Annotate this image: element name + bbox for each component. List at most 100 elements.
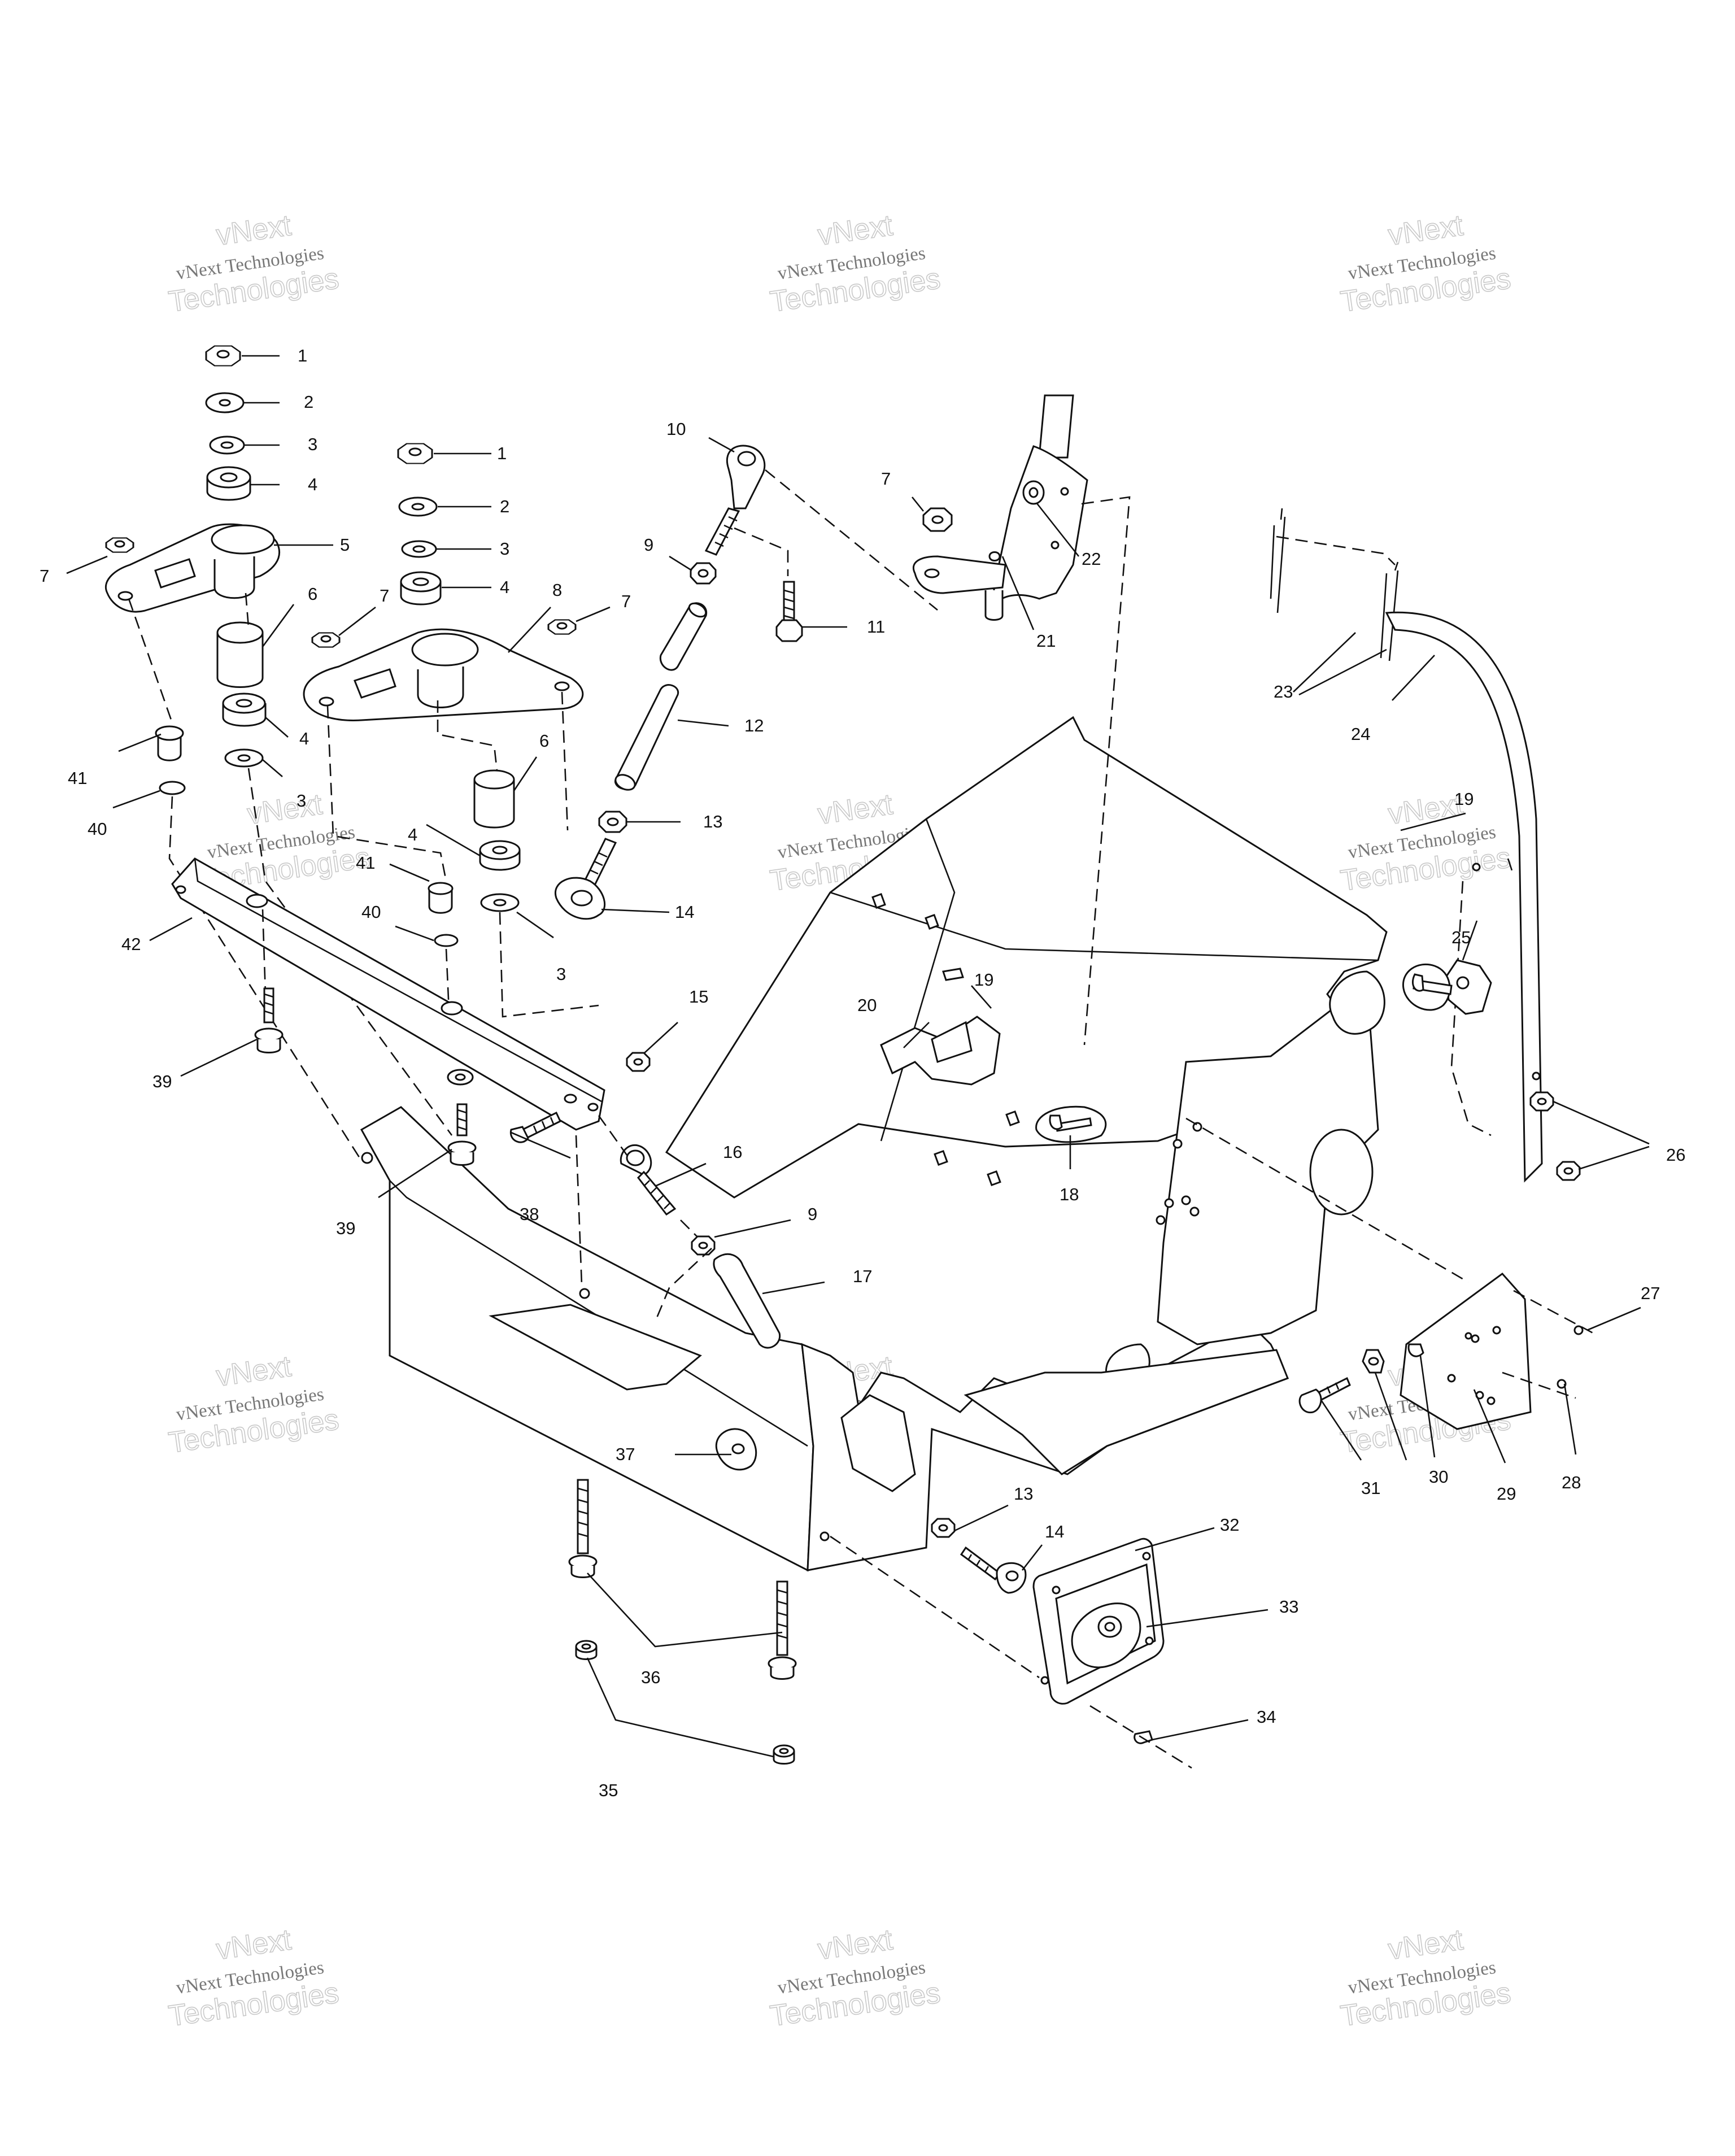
watermark-line1: vNext bbox=[816, 209, 895, 252]
lower-skid-plate bbox=[964, 1349, 1289, 1475]
callout-20: 20 bbox=[857, 995, 877, 1015]
watermark-line1: vNext bbox=[1386, 209, 1465, 252]
callout-23: 23 bbox=[1274, 682, 1293, 702]
callout-26: 26 bbox=[1666, 1145, 1685, 1165]
bolt-39-right bbox=[447, 1103, 477, 1166]
watermark-line1: vNext bbox=[1386, 1923, 1465, 1966]
callout-3: 3 bbox=[556, 964, 566, 984]
brackets-18-20 bbox=[880, 963, 1453, 1143]
callout-4: 4 bbox=[308, 474, 317, 494]
callout-16: 16 bbox=[723, 1142, 742, 1162]
leader-lines bbox=[66, 355, 1650, 1758]
callout-30: 30 bbox=[1429, 1467, 1448, 1487]
callout-24: 24 bbox=[1351, 724, 1370, 744]
callout-3: 3 bbox=[500, 539, 509, 559]
callout-2: 2 bbox=[500, 496, 509, 516]
watermark: vNext vNext Technologies Technologies bbox=[1338, 787, 1513, 898]
watermark: vNext vNext Technologies Technologies bbox=[166, 1349, 341, 1460]
callout-4: 4 bbox=[500, 577, 509, 597]
callout-9: 9 bbox=[644, 535, 653, 555]
callout-19: 19 bbox=[1454, 789, 1474, 809]
callout-1: 1 bbox=[497, 443, 507, 463]
callout-40: 40 bbox=[88, 819, 107, 839]
watermark: vNext vNext Technologies Technologies bbox=[1338, 1923, 1513, 2033]
callout-18: 18 bbox=[1060, 1184, 1079, 1204]
callout-12: 12 bbox=[744, 716, 764, 735]
bulkhead-frame bbox=[360, 716, 1388, 1572]
callout-9: 9 bbox=[808, 1204, 817, 1224]
callout-35: 35 bbox=[599, 1780, 618, 1800]
watermark-line1: vNext bbox=[214, 1923, 293, 1966]
callout-13: 13 bbox=[703, 812, 722, 831]
tunnel-cutout bbox=[1329, 970, 1385, 1035]
callout-3: 3 bbox=[308, 434, 317, 454]
callout-10: 10 bbox=[666, 419, 686, 439]
callout-2: 2 bbox=[304, 392, 313, 412]
tie-rod-assembly bbox=[554, 445, 938, 920]
callout-41: 41 bbox=[68, 768, 87, 788]
lower-hardware bbox=[568, 1428, 797, 1765]
bellcrank-hub bbox=[213, 556, 255, 599]
hex-nut bbox=[205, 345, 241, 367]
bellcrank-boss bbox=[211, 524, 275, 555]
callout-7: 7 bbox=[380, 586, 389, 606]
callout-labels: 1 2 3 4 5 7 6 4 3 41 40 1 2 3 4 8 7 7 6 … bbox=[40, 346, 1685, 1800]
callout-28: 28 bbox=[1562, 1473, 1581, 1492]
callout-36: 36 bbox=[641, 1667, 660, 1687]
right-mount-bracket bbox=[1185, 1117, 1599, 1430]
front-tie-rod bbox=[598, 1052, 781, 1349]
center-bellcrank-stack bbox=[303, 443, 599, 1018]
right-wall-access-hole bbox=[1309, 1129, 1374, 1216]
left-bellcrank-stack bbox=[104, 345, 453, 1161]
callout-8: 8 bbox=[552, 580, 562, 600]
bolt-38 bbox=[509, 1111, 561, 1143]
watermark-line1: vNext bbox=[816, 1923, 895, 1966]
bolts-39-38 bbox=[254, 987, 561, 1166]
callout-14: 14 bbox=[1045, 1522, 1064, 1541]
bushing-top bbox=[206, 466, 251, 501]
callout-7: 7 bbox=[621, 591, 631, 611]
callout-7: 7 bbox=[40, 566, 49, 586]
nut-35-right bbox=[773, 1744, 795, 1765]
bushing bbox=[216, 621, 264, 688]
callout-4: 4 bbox=[299, 729, 309, 748]
callout-1: 1 bbox=[298, 346, 307, 365]
bolt-36-left bbox=[568, 1479, 598, 1578]
o-ring bbox=[159, 781, 186, 795]
callout-25: 25 bbox=[1451, 927, 1471, 947]
callout-40: 40 bbox=[361, 902, 381, 922]
callout-37: 37 bbox=[616, 1444, 635, 1464]
callout-6: 6 bbox=[539, 731, 549, 751]
callout-39: 39 bbox=[336, 1218, 355, 1238]
callout-15: 15 bbox=[689, 987, 708, 1007]
callout-34: 34 bbox=[1257, 1707, 1276, 1727]
watermark-line1: vNext bbox=[816, 788, 895, 831]
callout-27: 27 bbox=[1641, 1283, 1660, 1303]
callout-3: 3 bbox=[297, 791, 306, 811]
bolt-36-right bbox=[768, 1580, 797, 1680]
cross-shaft-42 bbox=[171, 857, 605, 1286]
bolt-39-left bbox=[254, 987, 284, 1053]
callout-42: 42 bbox=[121, 934, 141, 954]
callout-17: 17 bbox=[853, 1266, 872, 1286]
callout-5: 5 bbox=[340, 535, 350, 555]
watermark: vNext vNext Technologies Technologies bbox=[768, 1923, 943, 2033]
callout-38: 38 bbox=[520, 1204, 539, 1224]
callout-4: 4 bbox=[408, 825, 417, 844]
watermark-line1: vNext bbox=[245, 788, 324, 831]
steering-column bbox=[913, 394, 1131, 1046]
tunnel-crease bbox=[830, 891, 1379, 961]
nut-35-left bbox=[575, 1640, 598, 1660]
rivet-holes bbox=[361, 892, 1202, 1541]
callout-7: 7 bbox=[881, 469, 891, 489]
watermark-line1: vNext bbox=[214, 1350, 293, 1393]
watermark: vNext vNext Technologies Technologies bbox=[166, 1923, 341, 2033]
callout-33: 33 bbox=[1279, 1597, 1298, 1617]
callout-13: 13 bbox=[1014, 1484, 1033, 1504]
callout-19: 19 bbox=[974, 970, 993, 990]
watermark: vNext vNext Technologies Technologies bbox=[166, 208, 341, 319]
watermark: vNext vNext Technologies Technologies bbox=[1338, 208, 1513, 319]
callout-6: 6 bbox=[308, 584, 317, 604]
steering-tube-assembly bbox=[1270, 508, 1581, 1183]
